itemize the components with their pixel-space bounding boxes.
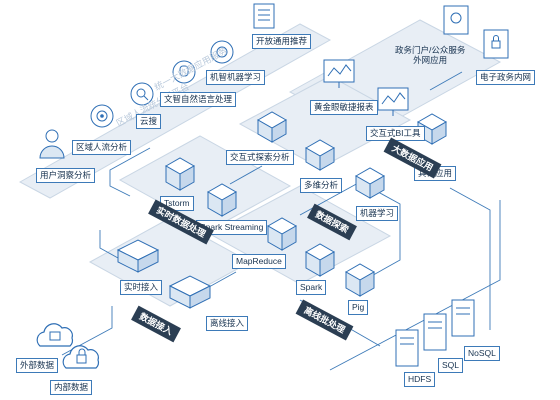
cloud-internal-icon — [62, 345, 100, 369]
tstorm-icon — [164, 157, 196, 191]
label-hdfs: HDFS — [404, 372, 436, 387]
multidim-icon — [304, 139, 336, 171]
line-outer-loop — [329, 200, 501, 371]
label-ml-intel: 机智机器学习 — [206, 70, 266, 85]
gov-portal-monitor-icon — [443, 5, 469, 35]
label-gov-portal: 政务门户/公众服务 外网应用 — [395, 45, 466, 65]
spark-streaming-icon — [206, 183, 238, 217]
label-external-data: 外部数据 — [16, 358, 59, 373]
label-crowd: 区域人流分析 — [72, 140, 132, 155]
label-realtime-ingest: 实时接入 — [120, 280, 163, 295]
mapreduce-icon — [266, 217, 298, 251]
label-nosql: NoSQL — [464, 346, 500, 361]
label-multidim: 多维分析 — [300, 178, 343, 193]
line-storage-apps — [449, 187, 491, 330]
line-apps-gov — [429, 71, 463, 91]
crowd-analysis-icon — [90, 104, 114, 128]
nosql-server-icon — [451, 299, 475, 337]
label-sql: SQL — [438, 358, 464, 373]
label-offline-ingest: 离线接入 — [206, 316, 249, 331]
label-ml: 机器学习 — [356, 206, 399, 221]
label-nlp: 文智自然语言处理 — [160, 92, 237, 107]
label-spark: Spark — [296, 280, 327, 295]
gov-intranet-monitor-icon — [483, 29, 509, 59]
label-gov-intranet: 电子政务内网 — [476, 70, 536, 85]
bi-tool-monitor-icon — [377, 87, 409, 116]
line-ingest-realtime — [99, 230, 119, 259]
label-open-recommend: 开放通用推荐 — [252, 34, 312, 49]
label-internal-data: 内部数据 — [50, 380, 93, 395]
open-recommend-icon — [253, 3, 275, 29]
label-bi-tool: 交互式BI工具 — [366, 126, 425, 141]
cloud-search-icon — [130, 82, 154, 106]
offline-ingest-icon — [168, 275, 212, 309]
nlp-icon — [172, 60, 196, 84]
line-realtime-explore — [229, 165, 263, 185]
label-interactive: 交互式探索分析 — [226, 150, 294, 165]
sql-server-icon — [423, 313, 447, 351]
label-mapreduce: MapReduce — [232, 254, 286, 269]
label-bi-report: 黄金眼敏捷报表 — [310, 100, 378, 115]
spark-icon — [304, 243, 336, 277]
label-pig: Pig — [348, 300, 369, 315]
hdfs-server-icon — [395, 329, 419, 367]
ml-explore-icon — [354, 167, 386, 199]
line-realtime-left — [109, 147, 151, 197]
user-profile-icon — [39, 129, 65, 159]
label-cloud-search: 云搜 — [136, 114, 162, 129]
cloud-external-icon — [36, 323, 74, 347]
line-mid-loop — [299, 181, 401, 289]
realtime-ingest-icon — [116, 239, 160, 273]
label-user-profile: 用户洞察分析 — [36, 168, 96, 183]
ml-intel-icon — [210, 40, 234, 64]
pig-icon — [344, 263, 376, 297]
interactive-explore-icon — [256, 111, 288, 143]
bi-report-monitor-icon — [323, 59, 355, 88]
